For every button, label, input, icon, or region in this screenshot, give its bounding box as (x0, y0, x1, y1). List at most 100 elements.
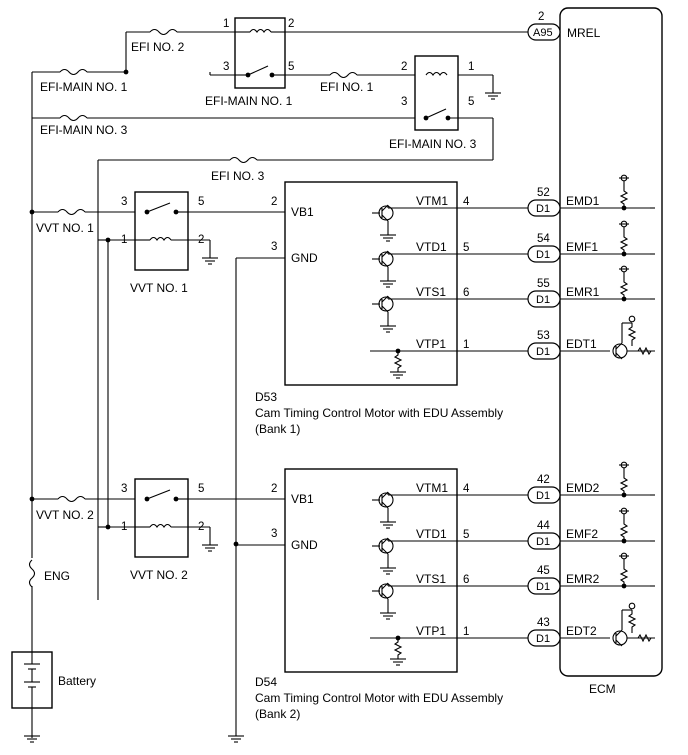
efi-no2-fuse-symbol (149, 28, 178, 36)
vvt-relay-coil (149, 236, 172, 241)
transistor-symbol (381, 582, 389, 590)
transistor-symbol (381, 305, 389, 313)
efi-no1-label: EFI NO. 1 (320, 80, 374, 94)
vvt-pin-1: 1 (121, 521, 127, 533)
motor-gnd-label: GND (291, 251, 318, 265)
ecm-pin-number: 43 (537, 617, 550, 629)
relay1-pin-3: 3 (223, 61, 229, 73)
efi-no2-label: EFI NO. 2 (131, 40, 185, 54)
ecm-resistor-symbol (637, 346, 652, 356)
transistor-symbol (378, 205, 394, 221)
transistor-symbol (378, 296, 394, 312)
efi-main3-fuse-symbol (59, 114, 88, 122)
battery-section: ENG Battery (11, 557, 96, 743)
motor-signal-pin: 1 (463, 626, 469, 638)
eng-fuse-label: ENG (44, 569, 70, 583)
power-supply-section (31, 17, 528, 738)
motor-bank: (Bank 1) (255, 422, 300, 436)
ecm-terminal-label: EMF2 (566, 527, 598, 541)
ecm-pin-number: 53 (537, 330, 550, 342)
motor-signal-label: VTD1 (416, 240, 447, 254)
motor-signal-label: VTM1 (416, 481, 448, 495)
motor-signal-label: VTP1 (416, 624, 446, 638)
ecm-box (559, 7, 663, 677)
efi-no3-label: EFI NO. 3 (211, 169, 265, 183)
ecm-pin-number: 42 (537, 474, 550, 486)
transistor-symbol (381, 250, 389, 258)
motor-gnd-label: GND (291, 538, 318, 552)
ecm-terminal-label: EDT1 (566, 337, 597, 351)
relay3-pin-2: 2 (401, 61, 407, 73)
vvt-pin-1: 1 (121, 234, 127, 246)
motor-gnd-pin: 3 (271, 528, 277, 540)
ecm-label: ECM (589, 682, 616, 696)
vvt-pin-2: 2 (198, 521, 204, 533)
connector-label: D1 (536, 249, 550, 261)
connector-label: D1 (536, 581, 550, 593)
transistor-symbol (381, 491, 389, 499)
transistor-symbol (381, 295, 389, 303)
vvt-relay-box (134, 478, 189, 558)
efi-no1-fuse-symbol (329, 71, 358, 79)
vvt-relay-label: VVT NO. 1 (130, 281, 188, 295)
motor-signal-label: VTM1 (416, 194, 448, 208)
motor-signal-pin: 6 (463, 574, 469, 586)
pullup-resistor-symbol (619, 230, 629, 254)
connector-label: D1 (536, 346, 550, 358)
connector-label: D1 (536, 203, 550, 215)
motor-vb-label: VB1 (291, 492, 314, 506)
ecm-terminal-label: EMR2 (566, 572, 600, 586)
efi-main1-relay-label: EFI-MAIN NO. 1 (205, 94, 293, 108)
motor-signal-pin: 1 (463, 339, 469, 351)
vvt-pin-3: 3 (121, 196, 127, 208)
motor-signal-pin: 4 (463, 196, 470, 208)
vvt-pin-5: 5 (198, 196, 204, 208)
supply-terminal (628, 602, 636, 610)
relay3-pin-5: 5 (468, 96, 474, 108)
connector-label: D1 (536, 633, 550, 645)
motor-name: Cam Timing Control Motor with EDU Assemb… (255, 691, 503, 705)
relay1-pin-1: 1 (223, 18, 229, 30)
vvt-relay-label: VVT NO. 2 (130, 568, 188, 582)
vvt-relay-box (134, 191, 189, 271)
vvt-pin-5: 5 (198, 483, 204, 495)
battery-label: Battery (58, 674, 96, 688)
motor-signal-pin: 5 (463, 529, 469, 541)
transistor-symbol (381, 537, 389, 545)
vvt-fuse-label: VVT NO. 1 (36, 221, 94, 235)
efi-main1-fuse-label: EFI-MAIN NO. 1 (40, 80, 128, 94)
ecm-pin-number: 45 (537, 565, 550, 577)
vvt-pin-3: 3 (121, 483, 127, 495)
motor-gnd-pin: 3 (271, 241, 277, 253)
motor-signal-label: VTS1 (416, 285, 446, 299)
efi-main3-coil (425, 71, 448, 76)
motor-signal-label: VTS1 (416, 572, 446, 586)
ecm-transistor-symbol (615, 639, 623, 647)
ecm-terminal-label: EMR1 (566, 285, 600, 299)
vvt-relay-coil (149, 523, 172, 528)
ecm-transistor-symbol (615, 342, 623, 350)
connector-label: D1 (536, 536, 550, 548)
efi-main3-relay-label: EFI-MAIN NO. 3 (389, 137, 477, 151)
motor-signal-label: VTP1 (416, 337, 446, 351)
transistor-symbol (381, 204, 389, 212)
connector-label: D1 (536, 490, 550, 502)
vvt-fuse-symbol (57, 208, 86, 216)
motor-vb-pin: 2 (271, 483, 277, 495)
efi-main3-fuse-label: EFI-MAIN NO. 3 (40, 123, 128, 137)
efi-main1-relay-box (234, 17, 286, 89)
relay1-pin-2: 2 (288, 18, 294, 30)
transistor-symbol (381, 547, 389, 555)
resistor-symbol (393, 351, 403, 372)
relay1-pin-5: 5 (288, 61, 294, 73)
pullup-resistor-symbol (619, 184, 629, 208)
vvt-pin-2: 2 (198, 234, 204, 246)
pullup-resistor-symbol (619, 562, 629, 586)
